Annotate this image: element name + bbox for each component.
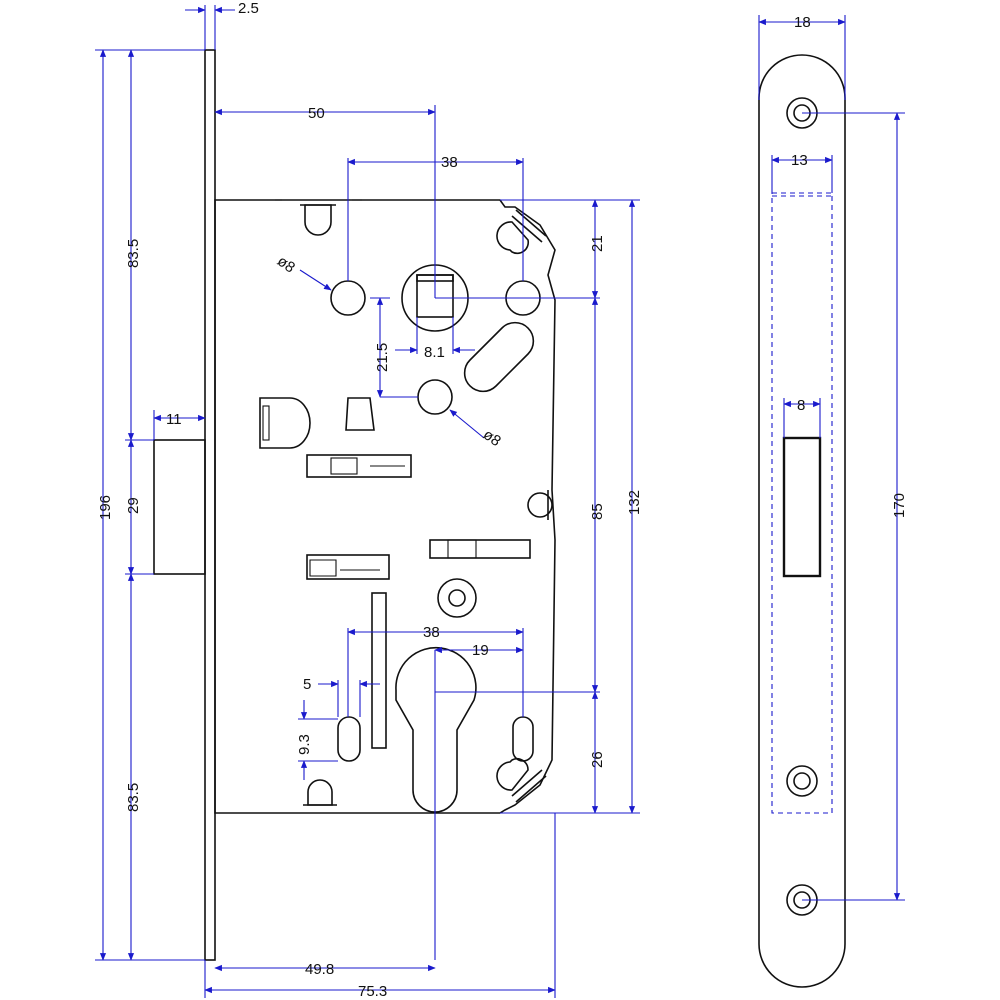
middle-fixing-hole (417, 379, 453, 415)
strike-plate-dimensions: 18 13 8 170 (758, 14, 908, 901)
lock-body-view (153, 49, 556, 961)
strike-middle-screw-hole (786, 765, 818, 797)
dim-spindle-to-cylinder: 85 (589, 503, 606, 520)
dim-top-to-spindle: 21 (589, 235, 606, 252)
lower-slot-right (512, 716, 534, 762)
strike-latch-opening (782, 436, 822, 578)
small-washer (437, 578, 477, 618)
lower-right-slot (496, 758, 547, 803)
dim-slot-length: 9.3 (296, 734, 313, 755)
dim-lower-half-height: 83.5 (125, 783, 142, 812)
dim-hole-diameter-upper: ø8 (274, 253, 298, 277)
dim-latch-projection: 11 (166, 411, 182, 428)
dim-total-height: 196 (97, 495, 114, 520)
lever-upper (306, 454, 412, 478)
dim-case-height: 132 (626, 490, 643, 515)
dim-strike-hole-spacing: 170 (891, 493, 908, 518)
dim-strike-opening-width: 8 (797, 397, 805, 414)
dim-spindle-hole-spacing: 38 (441, 154, 458, 171)
dim-upper-half-height: 83.5 (125, 239, 142, 268)
small-block (345, 397, 375, 431)
strike-inner-recess (771, 192, 833, 814)
euro-cylinder-cutout (395, 646, 477, 813)
dim-cylinder-backset: 49.8 (305, 961, 334, 978)
dim-hole-offset: 21.5 (374, 343, 391, 372)
lever-middle (429, 539, 531, 559)
dim-spindle-square: 8.1 (424, 344, 445, 361)
faceplate (204, 49, 216, 961)
dim-overall-depth: 75.3 (358, 983, 387, 1000)
dim-cylinder-to-slot: 19 (472, 642, 489, 659)
upper-right-slot (496, 209, 547, 255)
bottom-pin (303, 779, 337, 806)
dim-hole-diameter-lower: ø8 (480, 426, 504, 450)
dim-strike-inner-width: 13 (791, 152, 808, 169)
dim-latch-height: 29 (125, 497, 142, 514)
dim-backset: 50 (308, 105, 325, 122)
oblong-slot (463, 321, 535, 393)
strike-plate-outline (758, 54, 846, 988)
lower-slot-left (337, 716, 361, 762)
dim-cylinder-hole-spacing: 38 (423, 624, 440, 641)
right-edge-pin (527, 492, 553, 518)
lock-case-outline (214, 199, 556, 814)
top-pin (275, 199, 362, 236)
lock-body-dimensions: 2.5 50 38 ø8 ø8 21.5 8.1 21 (95, 0, 643, 1000)
latch-follower (259, 397, 311, 449)
dim-strike-width: 18 (794, 14, 811, 31)
dim-cylinder-to-bottom: 26 (589, 751, 606, 768)
dim-slot-width: 5 (303, 676, 311, 693)
vertical-rod (371, 592, 387, 749)
lever-lower (306, 554, 390, 580)
dim-faceplate-thickness: 2.5 (238, 0, 259, 17)
latch-bolt (153, 439, 206, 575)
strike-plate-view (758, 54, 846, 988)
upper-fixing-hole-left (330, 280, 366, 316)
